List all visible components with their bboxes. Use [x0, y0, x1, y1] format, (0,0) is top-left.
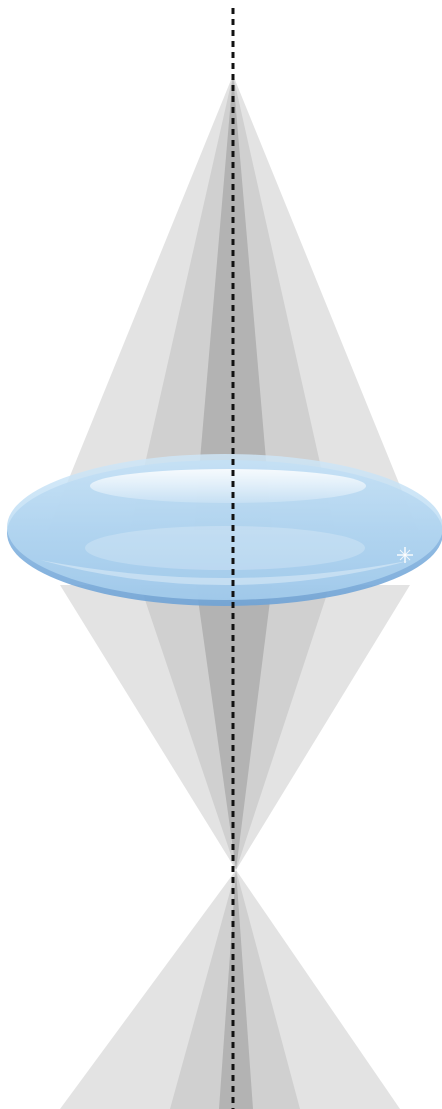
- lens-inner-band: [85, 526, 365, 570]
- converging-light-cones: [60, 585, 410, 870]
- convex-lens: [7, 454, 442, 606]
- diverging-light-cones: [60, 870, 400, 1109]
- lens-top-highlight: [90, 469, 366, 503]
